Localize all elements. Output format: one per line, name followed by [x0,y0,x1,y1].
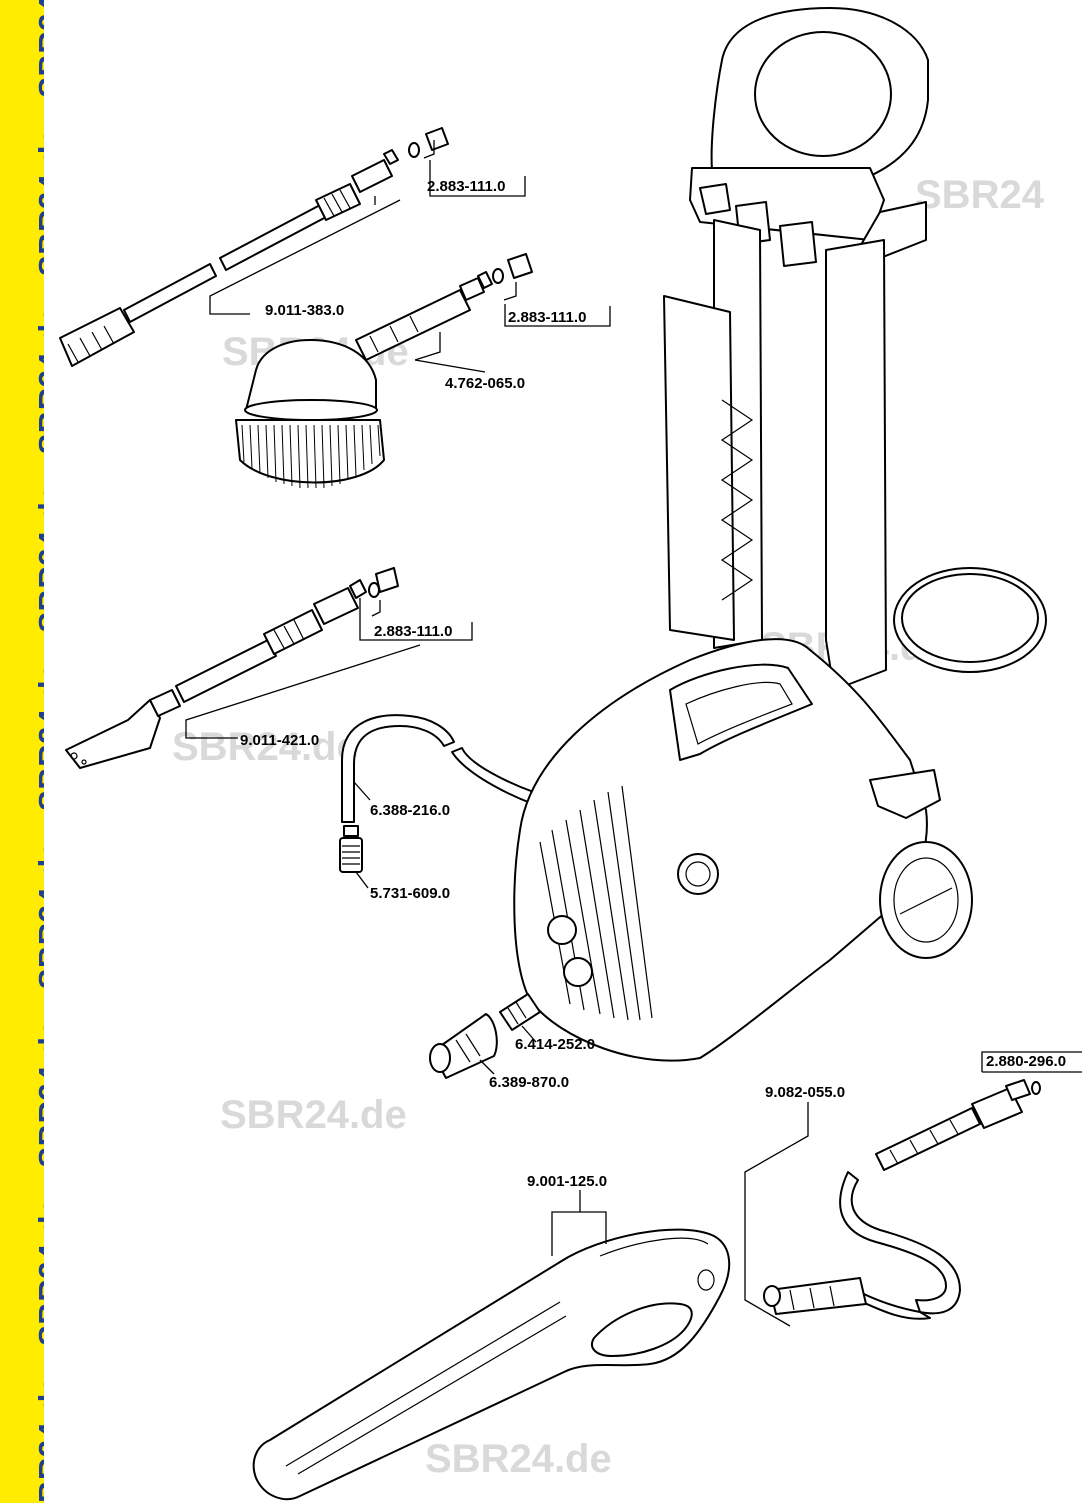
label-6-388-216-0: 6.388-216.0 [370,802,450,819]
lance-drawing [59,127,526,367]
trigger-gun-leader [551,1211,607,1256]
watermark: SBR24.de [172,725,359,769]
hp-hose-leader [744,1102,809,1327]
label-4-762-065-0: 4.762-065.0 [445,375,525,392]
side-banner: BR24.de • SBR24.de • SBR24.de • SBR24.de… [0,0,44,1503]
dirt-blaster-leader [185,644,421,739]
hp-hose-drawing [763,1079,1041,1320]
watermark: SBR24.de [425,1437,612,1481]
label-5-731-609-0: 5.731-609.0 [370,885,450,902]
label-9-011-421-0: 9.011-421.0 [240,732,319,749]
label-2-880-296-0: 2.880-296.0 [986,1053,1066,1070]
label-9-082-055-0: 9.082-055.0 [765,1084,845,1101]
lance-leader [209,199,401,315]
pressure-washer-drawing [513,7,1047,1062]
watermark: SBR24.de [220,1093,407,1137]
brush-drawing [235,253,611,489]
label-9-011-383-0: 9.011-383.0 [265,302,344,319]
label-6-414-252-0: 6.414-252.0 [515,1036,595,1053]
dirt-blaster-drawing [65,567,473,769]
coupling-drawing [429,993,541,1079]
trigger-gun-drawing [252,1228,731,1501]
label-2-883-111-0-c: 2.883-111.0 [374,623,452,640]
hp-hose-seal-frame [981,1051,1082,1072]
watermark: SBR24 [915,173,1045,217]
label-9-001-125-0: 9.001-125.0 [527,1173,607,1190]
label-6-389-870-0: 6.389-870.0 [489,1074,569,1091]
label-2-883-111-0-a: 2.883-111.0 [427,178,505,195]
label-2-883-111-0-b: 2.883-111.0 [508,309,586,326]
